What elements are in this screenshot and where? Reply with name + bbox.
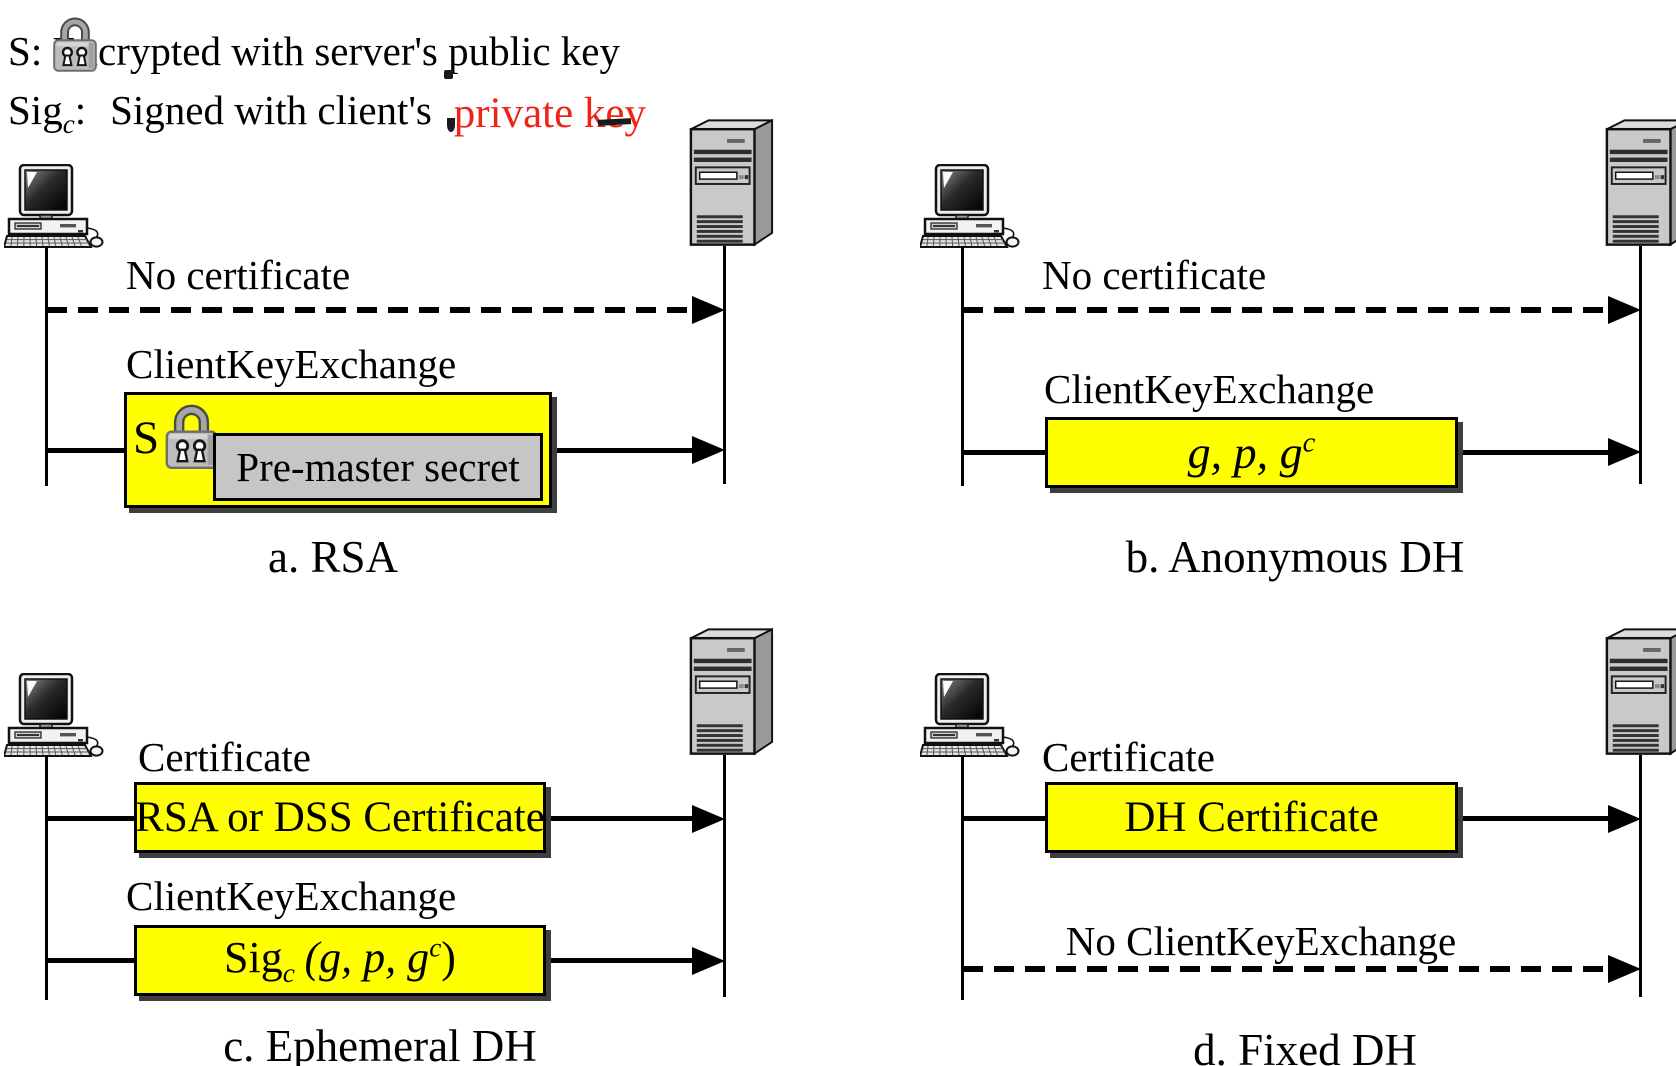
- message-label: ClientKeyExchange: [126, 341, 457, 387]
- server-tower-icon: [1602, 118, 1676, 248]
- panel-caption: d. Fixed DH: [1193, 1025, 1417, 1066]
- server-lifeline: [723, 246, 726, 484]
- client-computer-icon: [920, 164, 1020, 250]
- encrypted-s-symbol: S: [133, 412, 160, 464]
- dh-params-text: g, p, gc: [1187, 427, 1316, 478]
- client-computer-icon: [4, 164, 104, 250]
- message-label: No certificate: [126, 252, 351, 298]
- message-box-dh-certificate: DH Certificate: [1045, 782, 1458, 853]
- padlock-icon: [163, 400, 220, 471]
- signed-dh-params-text: Sigc(g, p, gc): [224, 932, 456, 988]
- padlock-icon: [51, 10, 99, 77]
- premaster-secret-box: Pre-master secret: [213, 433, 543, 501]
- legend-colon: :: [74, 87, 87, 133]
- message-box-signed-dh-params: Sigc(g, p, gc): [134, 925, 546, 996]
- premaster-secret-text: Pre-master secret: [236, 444, 520, 490]
- covered-text-remnant: [444, 70, 453, 79]
- legend-private-key-annotation: private key: [453, 90, 647, 137]
- client-computer-icon: [920, 673, 1020, 759]
- legend-line-encrypted: S: Encrypted with server's public key: [8, 27, 620, 75]
- server-tower-icon: [686, 118, 776, 248]
- message-label: Certificate: [138, 734, 312, 780]
- arrowhead-icon: [1608, 805, 1641, 833]
- arrowhead-icon: [692, 947, 725, 975]
- message-box-encrypted-premaster: S Pre-master secret: [124, 392, 552, 508]
- legend-s-symbol: S: [8, 28, 31, 74]
- panel-caption: b. Anonymous DH: [1125, 532, 1465, 582]
- server-lifeline: [723, 755, 726, 997]
- server-lifeline: [1639, 246, 1642, 484]
- certificate-box-text: RSA or DSS Certificate: [135, 794, 545, 841]
- arrowhead-icon: [1608, 296, 1641, 324]
- arrowhead-icon: [692, 436, 725, 464]
- message-arrow-dashed: [963, 966, 1609, 972]
- legend-sig-subscript: c: [62, 109, 75, 140]
- client-lifeline: [961, 246, 964, 486]
- legend-sig-symbol: Sig: [8, 87, 63, 133]
- panel-caption: a. RSA: [267, 532, 398, 582]
- client-computer-icon: [4, 673, 104, 759]
- client-lifeline: [45, 755, 48, 1000]
- message-box-certificate: RSA or DSS Certificate: [134, 782, 546, 853]
- arrowhead-icon: [692, 296, 725, 324]
- server-tower-icon: [686, 627, 776, 757]
- message-label: ClientKeyExchange: [1044, 366, 1375, 412]
- legend-signed-text: Signed with client's: [110, 87, 432, 133]
- covered-text-remnant: [447, 118, 455, 132]
- arrowhead-icon: [692, 805, 725, 833]
- legend-encrypted-text: : Encrypted with server's public key: [30, 28, 621, 74]
- message-label: No certificate: [1042, 252, 1267, 298]
- arrowhead-icon: [1608, 438, 1641, 466]
- message-arrow-dashed: [47, 307, 693, 313]
- message-label: No ClientKeyExchange: [1065, 918, 1457, 964]
- message-label: Certificate: [1042, 734, 1216, 780]
- panel-caption: c. Ephemeral DH: [223, 1021, 537, 1066]
- message-label: ClientKeyExchange: [126, 873, 457, 919]
- message-box-dh-params: g, p, gc: [1045, 417, 1458, 488]
- server-tower-icon: [1602, 627, 1676, 757]
- client-lifeline: [961, 755, 964, 1000]
- message-arrow-dashed: [963, 307, 1609, 313]
- legend-encrypted-wrap: : Encrypted with server's public key: [31, 28, 620, 74]
- client-lifeline: [45, 246, 48, 486]
- legend-line-signed: Sigc: Signed with client's private key: [8, 86, 646, 140]
- dh-certificate-text: DH Certificate: [1124, 794, 1379, 841]
- server-lifeline: [1639, 755, 1642, 997]
- arrowhead-icon: [1608, 955, 1641, 983]
